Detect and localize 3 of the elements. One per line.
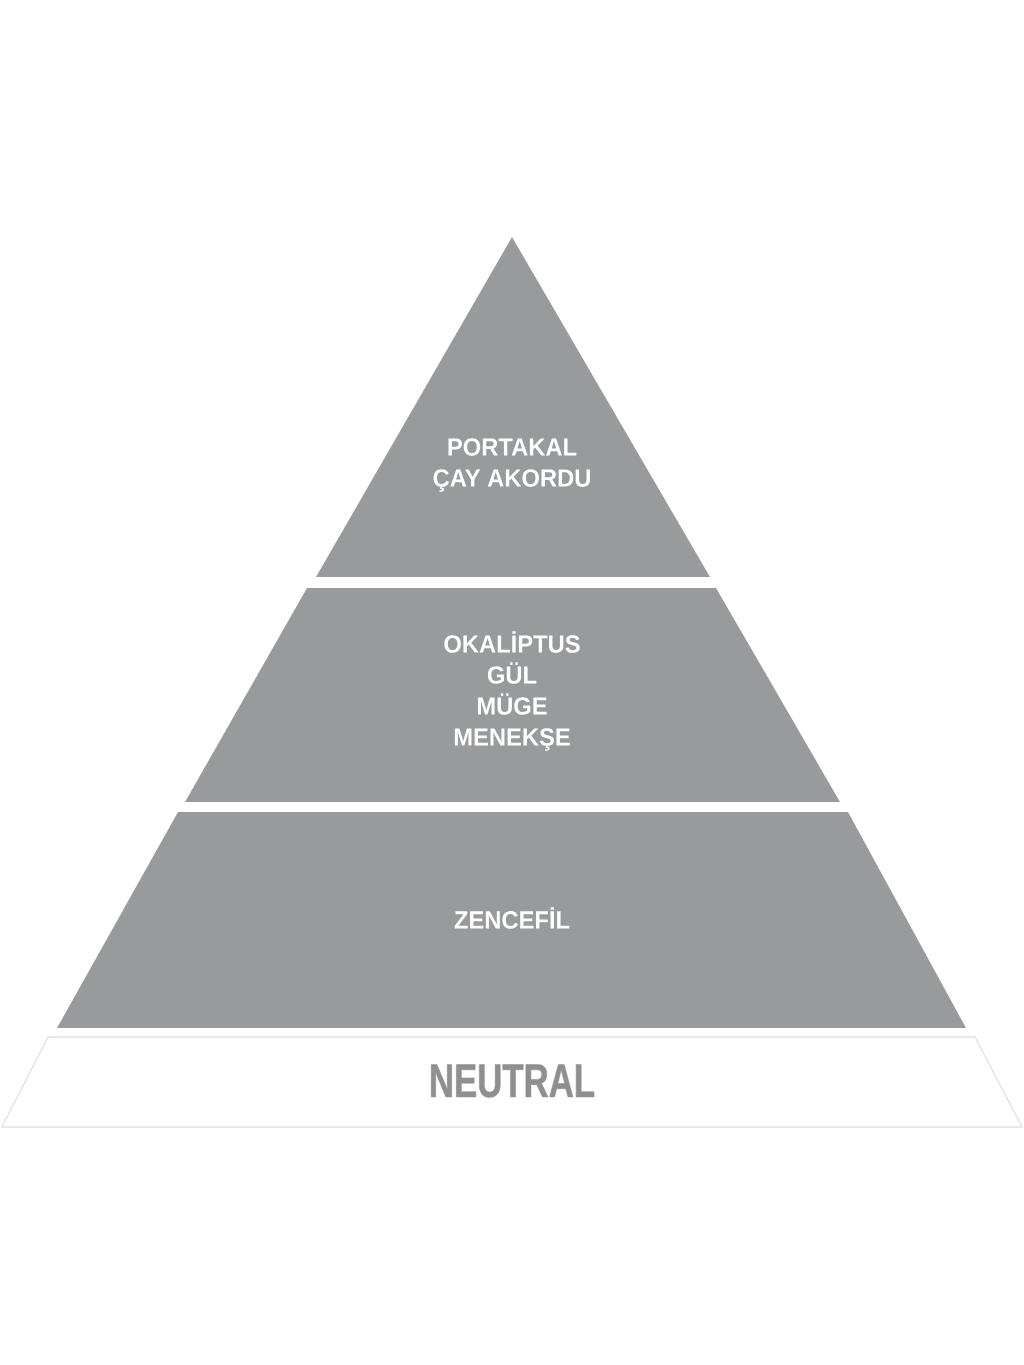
- pyramid-tier: ZENCEFİL: [57, 812, 966, 1028]
- pyramid-tier: PORTAKAL ÇAY AKORDU: [316, 237, 710, 577]
- pyramid-tier: OKALİPTUS GÜL MÜGE MENEKŞE: [185, 588, 840, 802]
